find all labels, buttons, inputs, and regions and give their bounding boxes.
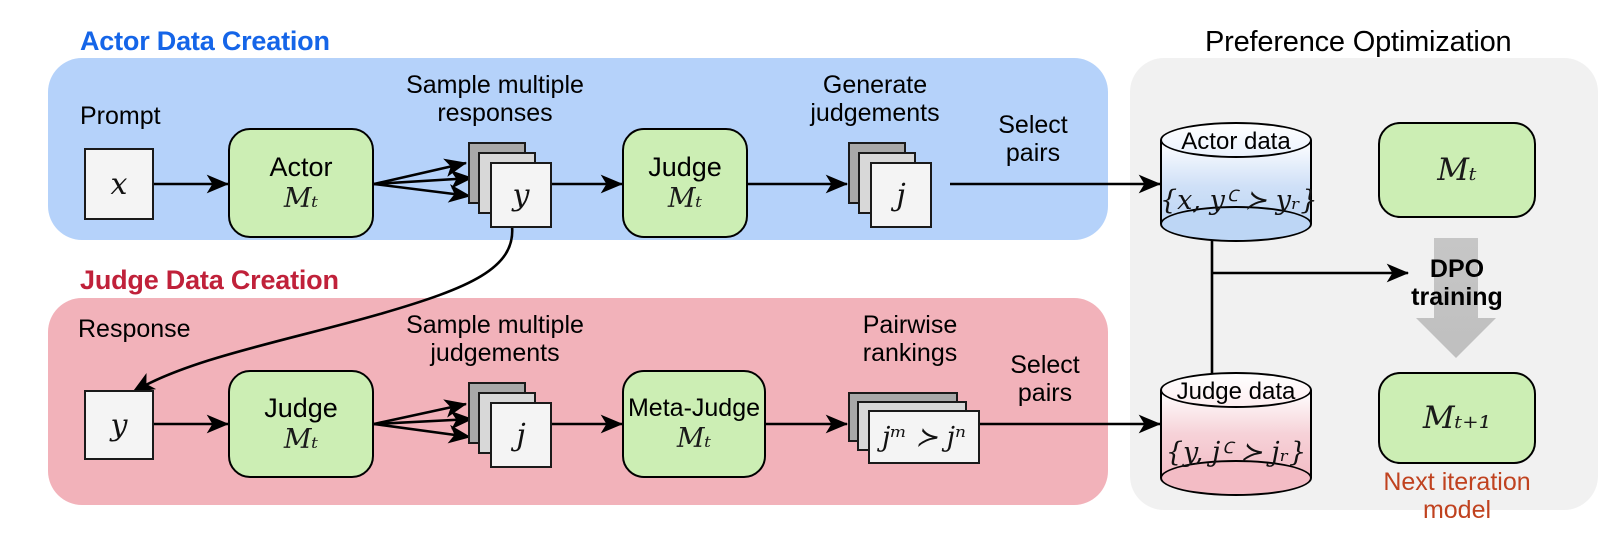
meta-judge-name: Meta-Judge xyxy=(627,394,761,422)
actor-data-cylinder: Actor data {x, yꟲ ≻ yᵣ} xyxy=(1160,122,1318,242)
judge-model-name: Judge xyxy=(648,152,722,182)
judgement-stack-actor-row: j xyxy=(848,142,932,230)
judge-cylinder-bottom xyxy=(1160,460,1312,496)
next-iteration-caption: Next iteration model xyxy=(1383,468,1531,524)
actor-panel-title: Actor Data Creation xyxy=(80,26,330,56)
preference-panel-title: Preference Optimization xyxy=(1205,26,1512,58)
response-box: y xyxy=(490,162,552,228)
judge-data-formula: {y, jꟲ ≻ jᵣ} xyxy=(1165,437,1307,468)
judge-response-box: y xyxy=(84,390,154,460)
actor-cylinder-bottom xyxy=(1160,206,1312,242)
select-pairs-label-judge: Select pairs xyxy=(1010,351,1080,407)
judgement-box: j xyxy=(870,162,932,228)
judge-panel-title: Judge Data Creation xyxy=(80,265,339,295)
sample-judgements-label: Sample multiple judgements xyxy=(406,311,584,367)
actor-model-name: Actor xyxy=(269,152,333,182)
response-stack: y xyxy=(468,142,552,230)
ranking-box: jᵐ ≻ jⁿ xyxy=(868,410,980,464)
judge-data-title: Judge data xyxy=(1176,378,1296,405)
current-model-label: Mₜ xyxy=(1437,151,1477,188)
select-pairs-label-actor: Select pairs xyxy=(998,111,1068,167)
judgement-box-2: j xyxy=(490,402,552,468)
pairwise-ranking-stack: jᵐ ≻ jⁿ xyxy=(848,392,980,464)
response-label: Response xyxy=(78,315,191,343)
judge-data-cylinder: Judge data {y, jꟲ ≻ jᵣ} xyxy=(1160,372,1312,496)
judge-model-subscript: Mₜ xyxy=(667,183,703,214)
pairwise-rankings-label: Pairwise rankings xyxy=(862,311,958,367)
prompt-label: Prompt xyxy=(80,102,161,130)
meta-judge-model-box: Meta-Judge Mₜ xyxy=(622,370,766,478)
actor-model-subscript: Mₜ xyxy=(283,183,319,214)
next-model-label: Mₜ₊₁ xyxy=(1422,399,1492,436)
generate-judgements-label: Generate judgements xyxy=(810,71,940,127)
actor-model-box: Actor Mₜ xyxy=(228,128,374,238)
sample-responses-label: Sample multiple responses xyxy=(406,71,584,127)
judge-model-box-actor-row: Judge Mₜ xyxy=(622,128,748,238)
actor-data-formula: {x, yꟲ ≻ yᵣ} xyxy=(1160,185,1318,216)
judge-row-model-subscript: Mₜ xyxy=(283,424,319,455)
dpo-training-label: DPO training xyxy=(1411,255,1503,311)
current-model-box: Mₜ xyxy=(1378,122,1536,218)
judge-model-box-judge-row: Judge Mₜ xyxy=(228,370,374,478)
judge-row-model-name: Judge xyxy=(264,393,338,423)
prompt-box: x xyxy=(84,148,154,220)
actor-cylinder-top xyxy=(1160,122,1312,158)
meta-judge-subscript: Mₜ xyxy=(676,423,712,454)
actor-data-title: Actor data xyxy=(1181,128,1291,155)
next-model-box: Mₜ₊₁ xyxy=(1378,372,1536,464)
judgement-stack-judge-row: j xyxy=(468,382,552,470)
judge-cylinder-top xyxy=(1160,372,1312,408)
